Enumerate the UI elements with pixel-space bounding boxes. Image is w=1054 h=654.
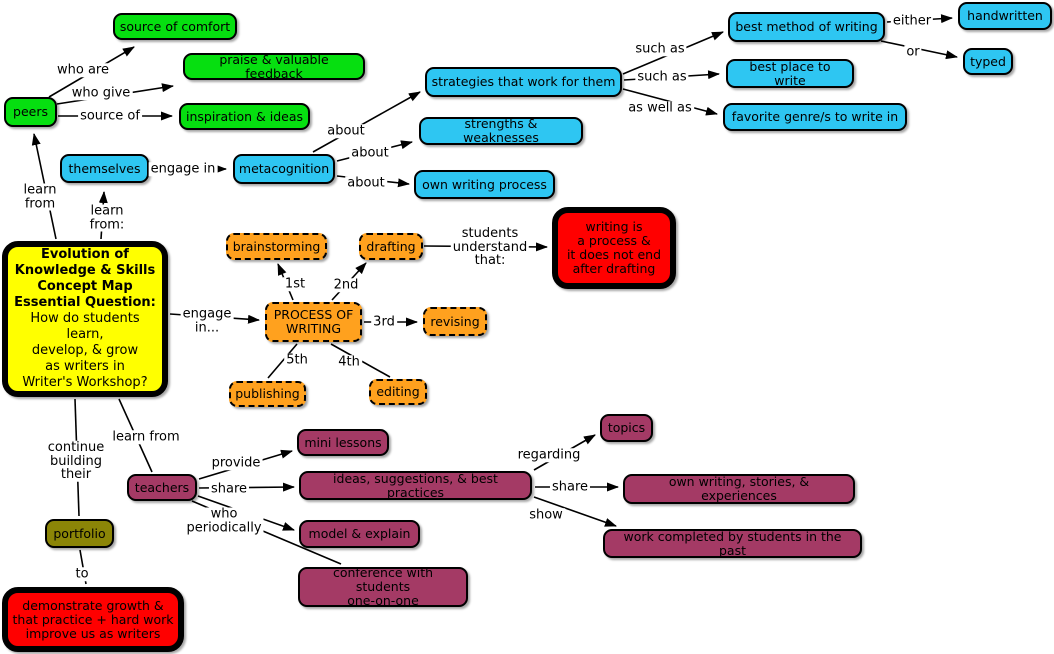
edge-label-show[interactable]: show	[527, 507, 565, 523]
edge-label-about-1[interactable]: about	[325, 123, 367, 139]
node-main-topic[interactable]: Evolution of Knowledge & Skills Concept …	[2, 241, 168, 397]
node-handwritten[interactable]: handwritten	[958, 2, 1052, 30]
edge-label-1st[interactable]: 1st	[282, 276, 308, 292]
edge-label-4th[interactable]: 4th	[336, 354, 362, 370]
edge-label-such-as-1[interactable]: such as	[633, 41, 687, 57]
edge-label-provide[interactable]: provide	[209, 455, 263, 471]
main-title: Evolution of Knowledge & Skills Concept …	[14, 247, 156, 294]
edge-label-who-are[interactable]: who are	[55, 62, 111, 78]
edge-label-either[interactable]: either	[890, 13, 934, 29]
node-own-writing-process[interactable]: own writing process	[414, 170, 555, 199]
edge-process-publishing	[267, 343, 298, 379]
edge-label-such-as-2[interactable]: such as	[635, 69, 689, 85]
edge-label-engage-in-process[interactable]: engage in...	[180, 306, 234, 335]
node-revising[interactable]: revising	[423, 307, 487, 336]
node-portfolio[interactable]: portfolio	[45, 519, 114, 548]
edge-label-engage-in[interactable]: engage in	[148, 161, 218, 177]
node-topics[interactable]: topics	[600, 414, 653, 442]
node-writing-is-process[interactable]: writing is a process & it does not end a…	[552, 207, 676, 289]
edge-label-students-understand[interactable]: students understand that:	[450, 225, 530, 268]
node-publishing[interactable]: publishing	[229, 381, 306, 407]
edge-label-continue-building[interactable]: continue building their	[45, 439, 107, 482]
edge-ideas-workcompleted	[533, 496, 617, 527]
node-typed[interactable]: typed	[963, 48, 1013, 75]
node-source-of-comfort[interactable]: source of comfort	[113, 13, 237, 40]
edge-label-who-give[interactable]: who give	[69, 85, 133, 101]
node-favorite-genres[interactable]: favorite genre/s to write in	[723, 103, 907, 131]
node-model-explain[interactable]: model & explain	[299, 520, 420, 548]
node-demonstrate-growth[interactable]: demonstrate growth & that practice + har…	[2, 587, 184, 652]
edge-label-source-of[interactable]: source of	[78, 108, 142, 124]
edge-label-5th[interactable]: 5th	[284, 352, 310, 368]
edge-label-regarding[interactable]: regarding	[515, 447, 583, 463]
edge-label-2nd[interactable]: 2nd	[331, 277, 361, 293]
node-editing[interactable]: editing	[369, 379, 427, 405]
edge-label-share-ideas[interactable]: share	[549, 479, 591, 495]
node-process-of-writing[interactable]: PROCESS OF WRITING	[265, 302, 362, 342]
node-conference[interactable]: conference with students one-on-one	[298, 566, 468, 608]
node-best-place[interactable]: best place to write	[726, 59, 854, 88]
node-brainstorming[interactable]: brainstorming	[226, 233, 327, 260]
node-strategies[interactable]: strategies that work for them	[425, 67, 622, 97]
edge-label-or[interactable]: or	[904, 44, 922, 60]
edge-label-learn-from-peers[interactable]: learn from	[21, 182, 59, 211]
edge-label-learn-from-themselves[interactable]: learn from:	[87, 203, 127, 232]
main-question: How do students learn, develop, & grow a…	[22, 311, 148, 390]
edge-label-learn-from-teachers[interactable]: learn from	[110, 429, 182, 445]
node-teachers[interactable]: teachers	[127, 474, 197, 501]
edge-label-3rd[interactable]: 3rd	[371, 314, 397, 330]
node-best-method[interactable]: best method of writing	[728, 12, 885, 42]
node-work-completed[interactable]: work completed by students in the past	[603, 529, 862, 558]
node-peers[interactable]: peers	[4, 97, 57, 127]
node-themselves[interactable]: themselves	[60, 154, 149, 183]
edge-label-about-3[interactable]: about	[345, 175, 387, 191]
node-metacognition[interactable]: metacognition	[233, 154, 335, 184]
edge-label-who-periodically[interactable]: who periodically	[184, 506, 264, 535]
node-praise-feedback[interactable]: praise & valuable feedback	[183, 52, 365, 80]
edge-metacognition-strategies	[312, 91, 421, 153]
edge-label-as-well-as[interactable]: as well as	[626, 100, 694, 116]
node-inspiration-ideas[interactable]: inspiration & ideas	[179, 103, 310, 130]
node-drafting[interactable]: drafting	[359, 233, 423, 260]
node-mini-lessons[interactable]: mini lessons	[297, 429, 389, 456]
node-own-stories[interactable]: own writing, stories, & experiences	[623, 474, 855, 504]
edge-label-about-2[interactable]: about	[349, 145, 391, 161]
edge-label-to[interactable]: to	[73, 566, 91, 582]
edge-label-share-teachers[interactable]: share	[208, 481, 250, 497]
main-question-label: Essential Question:	[14, 295, 156, 310]
node-strengths-weaknesses[interactable]: strengths & weaknesses	[419, 117, 583, 145]
node-ideas-suggestions[interactable]: ideas, suggestions, & best practices	[299, 471, 532, 500]
